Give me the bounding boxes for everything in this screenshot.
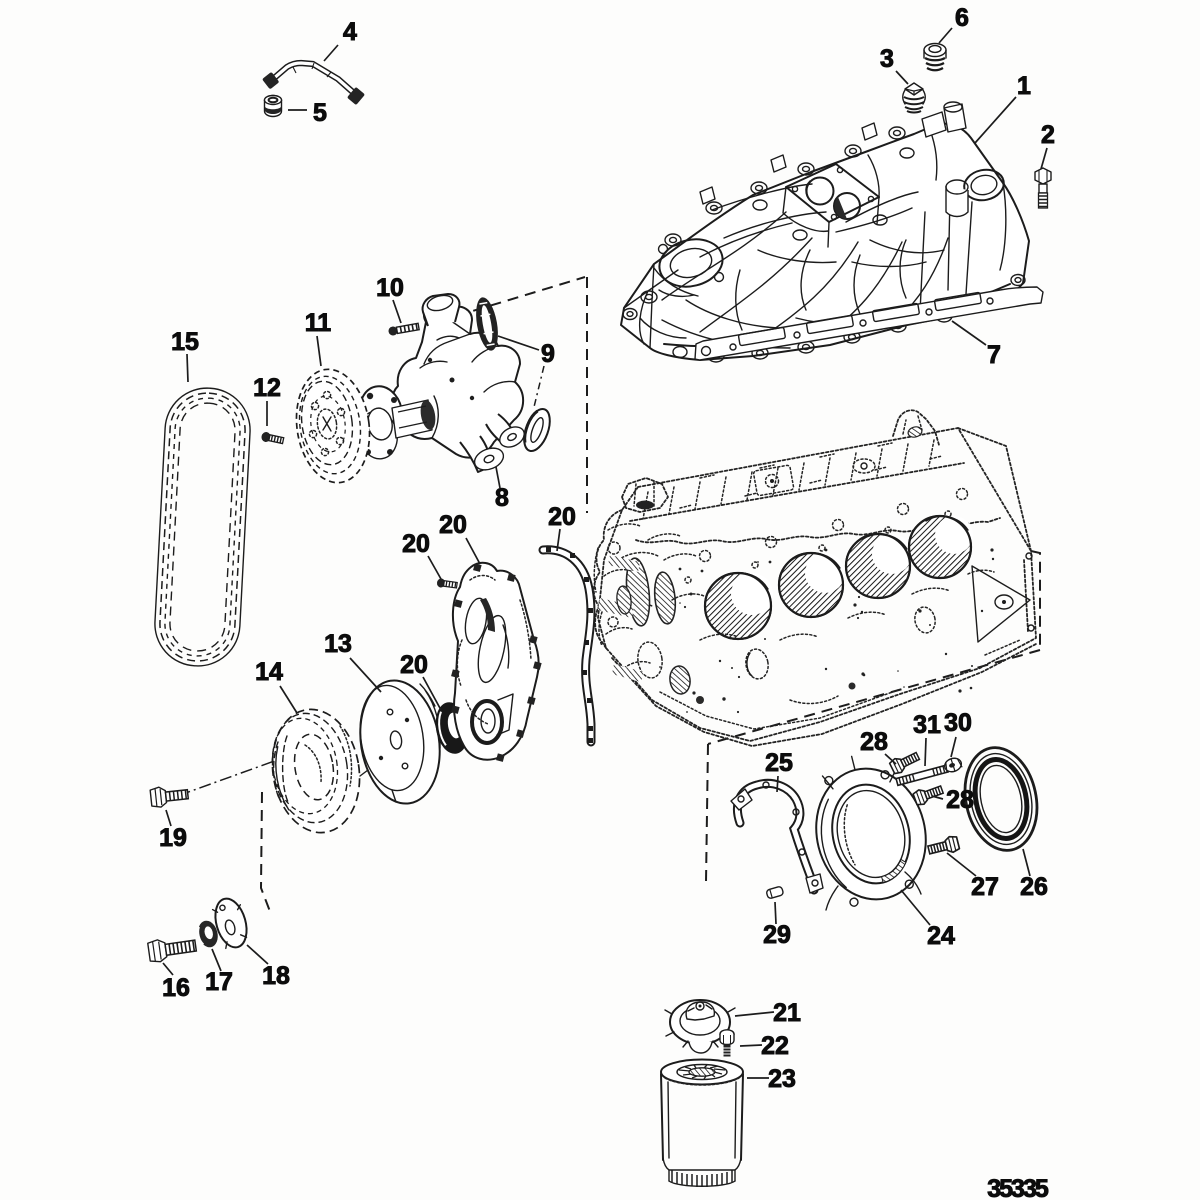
svg-text:28: 28 [946,786,974,814]
svg-text:15: 15 [171,328,199,356]
svg-text:24: 24 [927,922,955,950]
svg-text:19: 19 [159,824,187,852]
svg-text:10: 10 [376,274,404,302]
svg-text:20: 20 [548,503,576,531]
svg-text:16: 16 [162,974,190,1002]
svg-text:4: 4 [343,18,357,46]
svg-text:12: 12 [253,374,281,402]
svg-text:14: 14 [255,658,283,686]
svg-text:26: 26 [1020,873,1048,901]
svg-text:30: 30 [944,709,972,737]
svg-text:31: 31 [913,711,941,739]
svg-text:23: 23 [768,1065,796,1093]
svg-text:8: 8 [495,484,509,512]
svg-text:17: 17 [205,968,233,996]
svg-text:29: 29 [763,921,791,949]
svg-text:21: 21 [773,999,801,1027]
svg-text:7: 7 [987,341,1001,369]
svg-text:6: 6 [955,4,969,32]
svg-text:5: 5 [313,99,327,127]
svg-text:11: 11 [305,309,332,337]
svg-text:20: 20 [439,511,467,539]
svg-text:1: 1 [1017,72,1031,100]
svg-text:20: 20 [400,651,428,679]
svg-text:22: 22 [761,1032,789,1060]
svg-text:20: 20 [402,530,430,558]
svg-text:9: 9 [541,340,555,368]
svg-text:18: 18 [262,962,290,990]
svg-text:13: 13 [324,630,352,658]
svg-text:27: 27 [971,873,999,901]
svg-text:3: 3 [880,45,894,73]
svg-text:25: 25 [765,749,793,777]
svg-text:28: 28 [860,728,888,756]
svg-text:35335: 35335 [987,1175,1049,1200]
svg-text:2: 2 [1041,121,1055,149]
